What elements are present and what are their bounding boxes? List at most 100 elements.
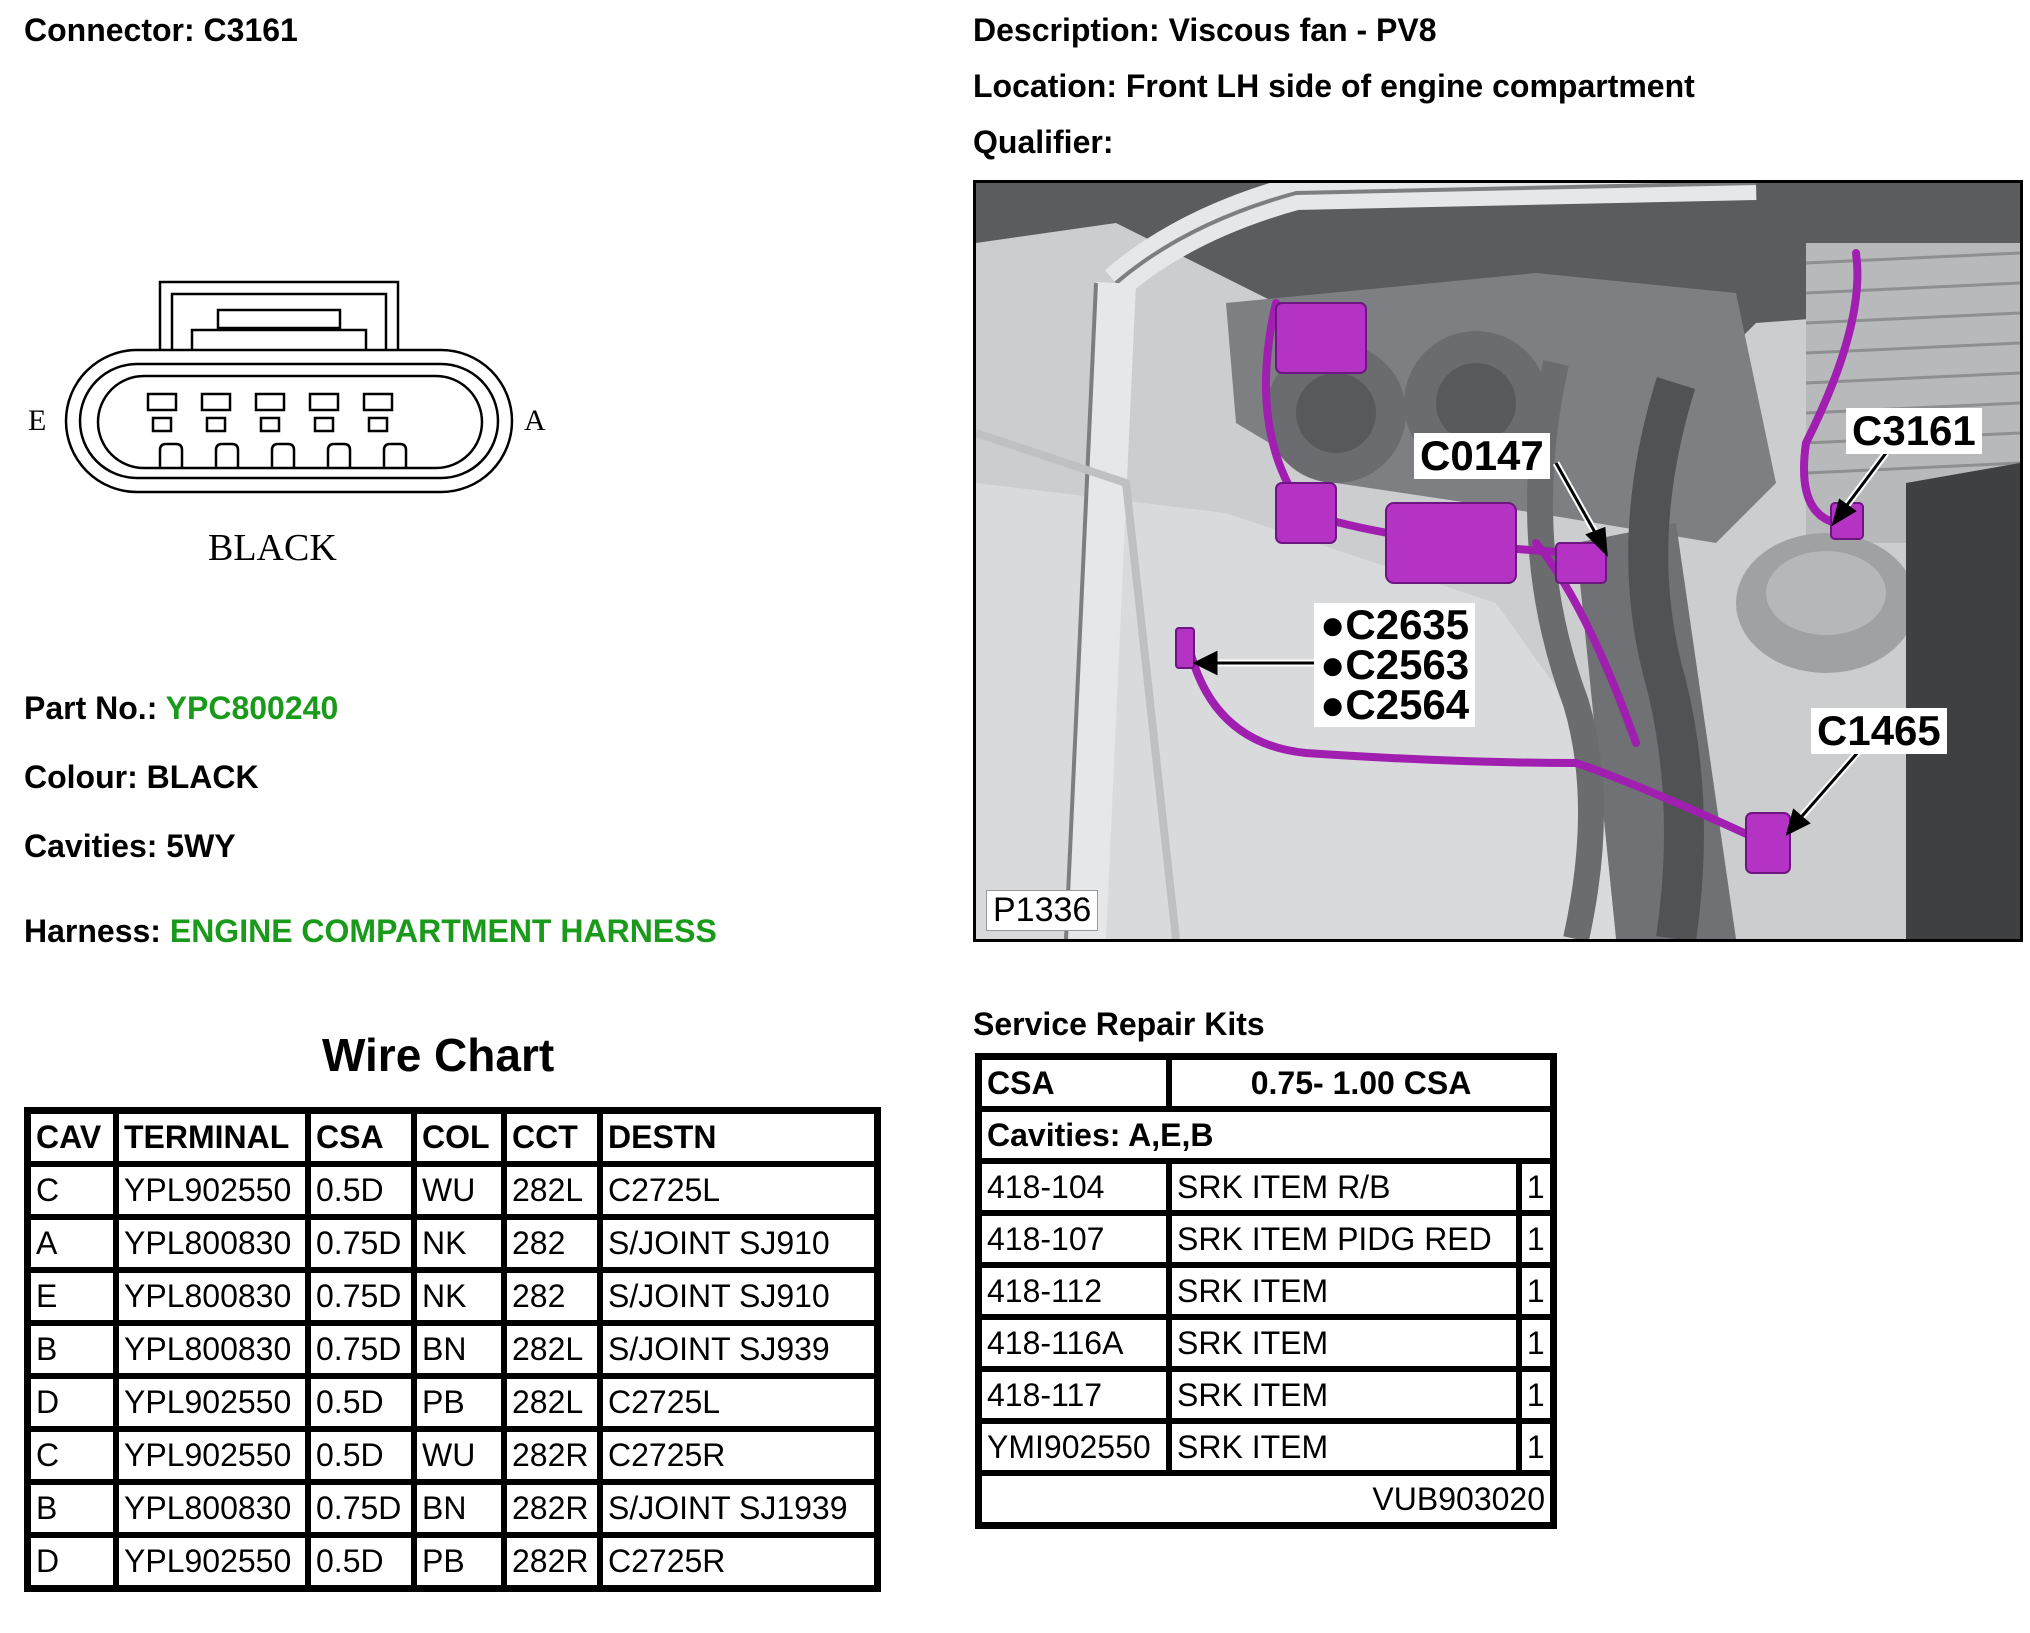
location-photo: C0147 C3161 ●C2635 ●C2563 ●C2564 C1465 P… <box>973 180 2023 942</box>
connector-face-diagram: E A BLACK <box>28 280 546 569</box>
csa-cell: 0.5D <box>308 1376 414 1429</box>
kit-qty-cell: 1 <box>1518 1369 1553 1421</box>
cav-cell: D <box>28 1376 116 1429</box>
connector-inner-shell <box>96 374 484 470</box>
table-row: YMI902550 SRK ITEM 1 <box>979 1421 1553 1473</box>
kit-footer-row: VUB903020 <box>979 1473 1553 1525</box>
wire-chart-title: Wire Chart <box>322 1029 555 1081</box>
table-row: B YPL800830 0.75D BN 282R S/JOINT SJ1939 <box>28 1482 877 1535</box>
terminal-cell: YPL800830 <box>116 1482 308 1535</box>
col-header-col: COL <box>414 1111 504 1164</box>
col-cell: PB <box>414 1535 504 1588</box>
destn-cell: S/JOINT SJ910 <box>600 1217 877 1270</box>
cav-cell: A <box>28 1217 116 1270</box>
wire-chart-header-row: CAV TERMINAL CSA COL CCT DESTN <box>28 1111 877 1164</box>
harness-link[interactable]: ENGINE COMPARTMENT HARNESS <box>169 913 717 949</box>
destn-cell: S/JOINT SJ910 <box>600 1270 877 1323</box>
table-row: E YPL800830 0.75D NK 282 S/JOINT SJ910 <box>28 1270 877 1323</box>
destn-cell: S/JOINT SJ939 <box>600 1323 877 1376</box>
kit-csa-label: CSA <box>979 1057 1170 1109</box>
table-row: D YPL902550 0.5D PB 282R C2725R <box>28 1535 877 1588</box>
csa-cell: 0.5D <box>308 1429 414 1482</box>
cct-cell: 282L <box>504 1323 600 1376</box>
kit-part-cell: 418-104 <box>979 1161 1170 1213</box>
colour-label: Colour: <box>24 759 138 795</box>
kit-cavities: Cavities: A,E,B <box>979 1109 1553 1161</box>
connector-latch-tab <box>216 308 342 330</box>
table-row: 418-104 SRK ITEM R/B 1 <box>979 1161 1553 1213</box>
cct-cell: 282L <box>504 1376 600 1429</box>
kit-csa-value: 0.75- 1.00 CSA <box>1169 1057 1553 1109</box>
description-label: Description: <box>973 12 1160 48</box>
kit-desc-cell: SRK ITEM <box>1169 1265 1519 1317</box>
callout-c0147: C0147 <box>1414 433 1550 479</box>
cav-cell: B <box>28 1323 116 1376</box>
callout-c2635: C2635 <box>1345 601 1470 648</box>
kit-part-cell: YMI902550 <box>979 1421 1170 1473</box>
table-row: B YPL800830 0.75D BN 282L S/JOINT SJ939 <box>28 1323 877 1376</box>
cavities-line: Cavities: 5WY <box>24 828 236 865</box>
engine-bay-illustration <box>976 183 2020 939</box>
kit-qty-cell: 1 <box>1518 1213 1553 1265</box>
cav-cell: C <box>28 1164 116 1217</box>
col-cell: NK <box>414 1217 504 1270</box>
csa-cell: 0.5D <box>308 1164 414 1217</box>
col-cell: WU <box>414 1164 504 1217</box>
table-row: 418-112 SRK ITEM 1 <box>979 1265 1553 1317</box>
bullet-marker: ● <box>1320 641 1346 688</box>
csa-cell: 0.75D <box>308 1270 414 1323</box>
destn-cell: C2725R <box>600 1429 877 1482</box>
pin-letter-a: A <box>524 404 546 437</box>
terminal-cell: YPL902550 <box>116 1376 308 1429</box>
col-header-terminal: TERMINAL <box>116 1111 308 1164</box>
callout-c3161: C3161 <box>1846 408 1982 454</box>
cct-cell: 282R <box>504 1429 600 1482</box>
destn-cell: S/JOINT SJ1939 <box>600 1482 877 1535</box>
kit-desc-cell: SRK ITEM <box>1169 1369 1519 1421</box>
harness-label: Harness: <box>24 913 161 949</box>
cct-cell: 282 <box>504 1217 600 1270</box>
repair-kits-table: CSA 0.75- 1.00 CSA Cavities: A,E,B 418-1… <box>975 1053 1557 1529</box>
kit-qty-cell: 1 <box>1518 1161 1553 1213</box>
destn-cell: C2725R <box>600 1535 877 1588</box>
callout-group-c2635-c2563-c2564: ●C2635 ●C2563 ●C2564 <box>1314 601 1476 727</box>
pin-letter-e: E <box>28 404 46 437</box>
cav-cell: E <box>28 1270 116 1323</box>
kit-qty-cell: 1 <box>1518 1421 1553 1473</box>
destn-cell: C2725L <box>600 1164 877 1217</box>
terminal-cell: YPL800830 <box>116 1323 308 1376</box>
cct-cell: 282R <box>504 1535 600 1588</box>
connector-keyways <box>158 442 408 468</box>
callout-c2563-row: ●C2563 <box>1320 644 1469 686</box>
kit-footer-code: VUB903020 <box>979 1473 1553 1525</box>
wire-chart-table: CAV TERMINAL CSA COL CCT DESTN C YPL9025… <box>24 1107 881 1592</box>
pin-cavities <box>146 392 394 433</box>
csa-cell: 0.75D <box>308 1482 414 1535</box>
callout-c2564-row: ●C2564 <box>1320 684 1469 726</box>
kit-desc-cell: SRK ITEM <box>1169 1421 1519 1473</box>
description-line: Description: Viscous fan - PV8 <box>973 12 1437 49</box>
table-row: C YPL902550 0.5D WU 282R C2725R <box>28 1429 877 1482</box>
connector-latch-step <box>190 328 368 350</box>
table-row: 418-107 SRK ITEM PIDG RED 1 <box>979 1213 1553 1265</box>
terminal-cell: YPL902550 <box>116 1164 308 1217</box>
terminal-cell: YPL902550 <box>116 1535 308 1588</box>
col-cell: NK <box>414 1270 504 1323</box>
kit-desc-cell: SRK ITEM <box>1169 1317 1519 1369</box>
connector-latch-inner <box>170 292 388 350</box>
kit-cavities-row: Cavities: A,E,B <box>979 1109 1553 1161</box>
connector-colour-caption: BLACK <box>208 527 337 569</box>
terminal-cell: YPL800830 <box>116 1217 308 1270</box>
kit-part-cell: 418-116A <box>979 1317 1170 1369</box>
location-value: Front LH side of engine compartment <box>1125 68 1695 104</box>
kit-qty-cell: 1 <box>1518 1265 1553 1317</box>
kit-qty-cell: 1 <box>1518 1317 1553 1369</box>
col-cell: BN <box>414 1323 504 1376</box>
part-number-link[interactable]: YPC800240 <box>165 690 339 726</box>
callout-c2564: C2564 <box>1345 681 1470 728</box>
repair-kits-title: Service Repair Kits <box>973 1006 1265 1042</box>
callout-c1465: C1465 <box>1811 708 1947 754</box>
connector-id: C3161 <box>203 12 298 48</box>
col-header-cct: CCT <box>504 1111 600 1164</box>
col-header-destn: DESTN <box>600 1111 877 1164</box>
